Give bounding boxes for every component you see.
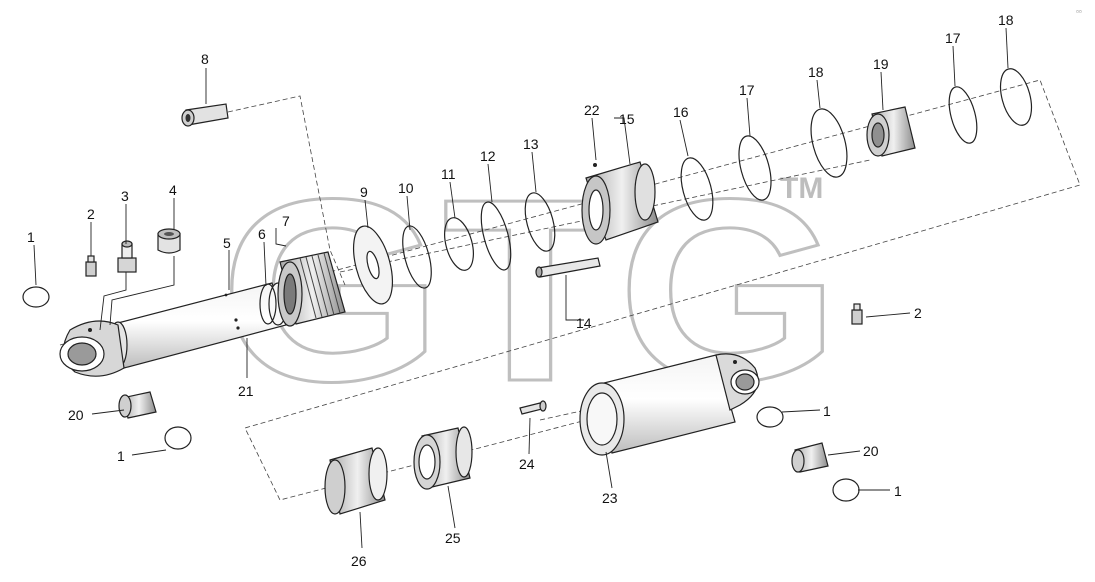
part-grease-fitting xyxy=(85,255,97,277)
part-nut xyxy=(866,106,916,157)
part-1c-snap-ring xyxy=(756,406,784,428)
part-bleed-valve xyxy=(117,240,137,273)
part-barrel xyxy=(579,353,760,456)
part-11-ring xyxy=(444,217,474,271)
label-part-1-bottom: 1 xyxy=(894,483,902,499)
label-part-23: 23 xyxy=(602,490,618,506)
part-grease-fitting-right xyxy=(851,303,863,325)
label-part-9: 9 xyxy=(360,184,368,200)
label-part-20-right: 20 xyxy=(863,443,879,459)
label-part-3: 3 xyxy=(121,188,129,204)
label-part-5: 5 xyxy=(223,235,231,251)
label-part-14: 14 xyxy=(576,315,592,331)
part-12-ring xyxy=(480,201,512,271)
part-18b-ring xyxy=(999,68,1033,126)
part-bolt xyxy=(519,400,547,415)
label-part-12: 12 xyxy=(480,148,496,164)
label-part-13: 13 xyxy=(523,136,539,152)
part-rod-eye xyxy=(59,320,125,377)
label-part-8: 8 xyxy=(201,51,209,67)
label-part-1-lower: 1 xyxy=(117,448,125,464)
part-13-ring xyxy=(524,192,556,252)
label-part-26: 26 xyxy=(351,553,367,569)
part-20a-bushing xyxy=(118,391,157,419)
part-20b-bushing xyxy=(791,442,829,473)
part-labels: 1 2 3 4 5 6 7 8 9 10 11 12 13 14 15 16 1… xyxy=(27,12,1014,569)
corner-mark: ▫▫ xyxy=(1076,7,1082,16)
label-part-17-right: 17 xyxy=(945,30,961,46)
leader-lines xyxy=(33,27,1009,549)
part-sleeve xyxy=(324,447,388,515)
label-part-19: 19 xyxy=(873,56,889,72)
label-part-1: 1 xyxy=(27,229,35,245)
label-part-21: 21 xyxy=(238,383,254,399)
part-bushing xyxy=(413,426,473,490)
part-screw xyxy=(181,103,229,127)
label-part-16: 16 xyxy=(673,104,689,120)
part-1a-snap-ring xyxy=(22,286,50,308)
part-10-ring xyxy=(402,225,432,289)
label-part-18-right: 18 xyxy=(998,12,1014,28)
part-16-ring xyxy=(680,157,714,221)
part-17b-ring xyxy=(948,86,978,144)
label-part-18: 18 xyxy=(808,64,824,80)
part-pin xyxy=(535,257,601,278)
label-part-2-right: 2 xyxy=(914,305,922,321)
part-piston-nut xyxy=(277,251,346,327)
part-1d-snap-ring xyxy=(832,478,860,502)
part-6-seal xyxy=(259,283,277,325)
label-part-11: 11 xyxy=(441,166,456,182)
label-part-20: 20 xyxy=(68,407,84,423)
label-part-25: 25 xyxy=(445,530,461,546)
label-part-2: 2 xyxy=(87,206,95,222)
label-part-17: 17 xyxy=(739,82,755,98)
part-18-ring xyxy=(810,108,848,178)
part-1b-snap-ring xyxy=(164,426,192,450)
label-part-1-right: 1 xyxy=(823,403,831,419)
label-part-7: 7 xyxy=(282,213,290,229)
part-cap xyxy=(157,228,181,254)
label-part-10: 10 xyxy=(398,180,414,196)
label-part-24: 24 xyxy=(519,456,535,472)
label-part-4: 4 xyxy=(169,182,177,198)
label-part-22: 22 xyxy=(584,102,600,118)
label-part-6: 6 xyxy=(258,226,266,242)
label-part-15: 15 xyxy=(619,111,635,127)
part-gland xyxy=(581,161,659,245)
part-17-ring xyxy=(738,135,772,201)
trademark-mark: TM xyxy=(780,172,823,205)
